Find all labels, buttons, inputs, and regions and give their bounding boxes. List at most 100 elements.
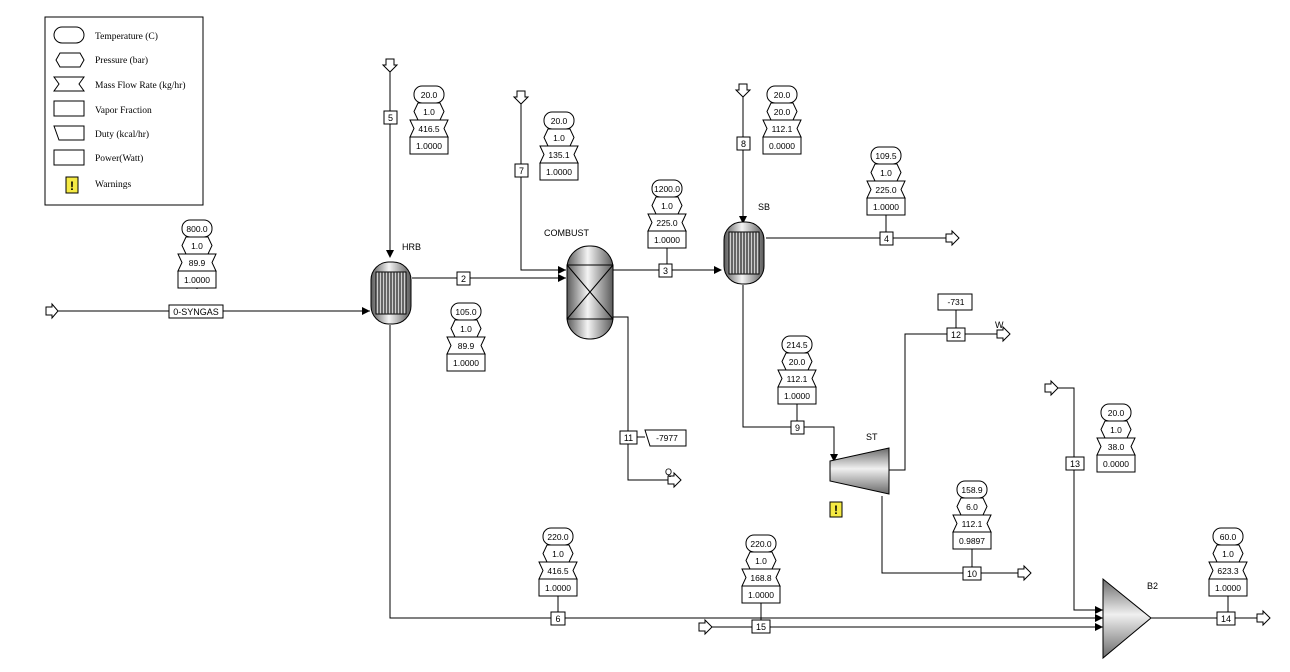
svg-text:12: 12	[951, 330, 961, 340]
result-f-text: 112.1	[962, 519, 983, 529]
result-v-text: 0.9897	[959, 536, 985, 546]
st-warning-icon[interactable]: !	[829, 501, 843, 518]
stream-15-feed-arrow-icon	[698, 618, 713, 636]
svg-text:3: 3	[663, 266, 668, 276]
svg-text:15: 15	[756, 622, 766, 632]
combust-block[interactable]: COMBUST	[544, 228, 614, 340]
terminal-arrows	[45, 58, 1271, 636]
vapor-fraction-cell	[762, 136, 802, 155]
stream-id-8[interactable]: 8	[736, 136, 751, 151]
legend-pressure: Pressure (bar)	[95, 55, 148, 66]
result-t-text: 109.5	[875, 151, 897, 161]
svg-text:!: !	[834, 503, 838, 517]
svg-text:10: 10	[967, 569, 977, 579]
stream-5-feed-arrow-icon	[381, 58, 399, 73]
pressure-legend-icon	[55, 52, 85, 68]
stream-10-product-arrow-icon	[1017, 564, 1032, 582]
stream-id-12[interactable]: 12	[946, 327, 966, 342]
svg-text:2: 2	[461, 274, 466, 284]
stream-13-feed-arrow-icon	[1044, 379, 1059, 397]
legend-vapor-fraction: Vapor Fraction	[95, 106, 152, 116]
result-f-text: 168.8	[750, 573, 772, 583]
stream-id-6[interactable]: 6	[550, 611, 566, 626]
result-p-text: 1.0	[1110, 425, 1122, 435]
stream-id-9[interactable]: 9	[790, 420, 805, 435]
svg-text:11: 11	[624, 433, 633, 443]
result-p-text: 6.0	[966, 502, 978, 512]
svg-text:4: 4	[884, 234, 889, 244]
stream-id-3[interactable]: 3	[658, 263, 673, 278]
results-s13: 20.01.038.00.0000	[1096, 403, 1136, 473]
stream-result-tables: 800.01.089.91.0000 20.0 1.0 416.5 1.0000 105.…	[177, 85, 1248, 620]
st-block[interactable]: ST !	[829, 432, 890, 518]
legend: Temperature (C) Pressure (bar) Mass Flow…	[44, 16, 204, 206]
stream-id-7[interactable]: 7	[514, 163, 529, 178]
vapor-fraction-legend-icon	[53, 100, 85, 117]
arrowheads	[362, 216, 1103, 631]
result-t-text: 60.0	[1220, 532, 1237, 542]
legend-warnings: Warnings	[95, 180, 131, 190]
svg-text:6: 6	[555, 614, 560, 624]
result-t-text: 20.0	[421, 90, 438, 100]
result-f-text: 89.9	[458, 341, 475, 351]
svg-text:!: !	[70, 179, 74, 193]
result-t-text: 20.0	[774, 90, 791, 100]
combust-label: COMBUST	[544, 228, 590, 238]
b2-label: B2	[1147, 581, 1158, 591]
result-f-text: 135.1	[548, 150, 570, 160]
stream-id-4[interactable]: 4	[879, 231, 894, 246]
result-v-text: 1.0000	[546, 167, 572, 177]
st-label: ST	[866, 432, 878, 442]
result-t-text: 220.0	[547, 532, 569, 542]
stream-id-13[interactable]: 13	[1065, 456, 1085, 471]
result-v-text: 1.0000	[545, 583, 571, 593]
vapor-fraction-cell	[1096, 454, 1136, 473]
sb-label: SB	[758, 202, 770, 212]
result-p-text: 1.0	[553, 133, 565, 143]
stream-id-w: W	[995, 320, 1004, 330]
stream-id-2[interactable]: 2	[456, 271, 471, 286]
stream-lines	[57, 70, 1257, 628]
result-v-text: 1.0000	[784, 391, 810, 401]
q-product-arrow-icon	[667, 471, 682, 489]
stream-id-5[interactable]: 5	[383, 110, 398, 125]
mass-flow-legend-icon	[53, 76, 85, 92]
stream-ids: 0-SYNGAS 5 2 7 3 8 4 9	[168, 110, 1236, 634]
stream-id-15[interactable]: 15	[751, 619, 771, 634]
result-t-text: 1200.0	[654, 184, 680, 194]
warning-legend-icon	[65, 176, 79, 194]
vapor-fraction-cell	[409, 136, 449, 155]
vapor-fraction-cell	[539, 162, 579, 181]
result-t-text: 105.0	[455, 307, 477, 317]
hrb-block[interactable]: HRB	[370, 242, 421, 325]
legend-power: Power(Watt)	[95, 153, 143, 164]
result-t-text: 158.9	[961, 485, 983, 495]
stream-id-14[interactable]: 14	[1216, 611, 1236, 626]
stream-id-10[interactable]: 10	[962, 566, 982, 581]
result-t-text: 220.0	[750, 539, 772, 549]
result-v-text: 1.0000	[748, 590, 774, 600]
stream-14-product-arrow-icon	[1256, 609, 1271, 627]
b2-block[interactable]: B2	[1102, 577, 1158, 660]
result-f-text: 416.5	[547, 566, 569, 576]
hrb-label: HRB	[402, 242, 421, 252]
stream-id-syngas[interactable]: 0-SYNGAS	[168, 304, 224, 319]
result-f-text: 112.1	[787, 374, 808, 384]
stream-id-11[interactable]: 11	[619, 430, 638, 445]
svg-text:13: 13	[1070, 459, 1080, 469]
result-v-text: 1.0000	[453, 358, 479, 368]
result-p-text: 1.0	[423, 107, 435, 117]
result-p-text: 1.0	[1222, 549, 1234, 559]
results-syngas: 800.01.089.91.0000	[177, 219, 217, 289]
result-f-text: 225.0	[656, 218, 678, 228]
result-p-text: 1.0	[552, 549, 564, 559]
result-p-text: 1.0	[191, 241, 203, 251]
sb-block[interactable]: SB	[723, 202, 770, 285]
